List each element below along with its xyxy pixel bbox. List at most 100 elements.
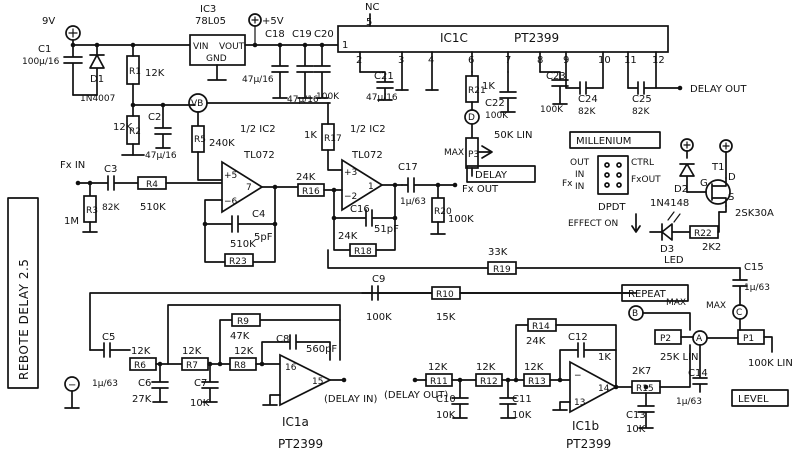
svg-text:C10: C10 [436,394,456,405]
svg-text:82K: 82K [578,107,596,117]
svg-text:51pF: 51pF [374,224,399,235]
svg-text:14: 14 [598,384,610,394]
svg-text:P1: P1 [743,334,754,344]
svg-text:11: 11 [624,55,637,66]
svg-text:10K: 10K [190,398,210,409]
svg-text:12: 12 [652,55,665,66]
svg-text:100K: 100K [366,312,392,323]
svg-text:C: C [736,308,742,318]
svg-text:12K: 12K [113,122,133,133]
svg-text:24K: 24K [338,231,358,242]
svg-text:IC1a: IC1a [282,415,309,429]
svg-text:D1: D1 [90,74,104,85]
svg-text:C12: C12 [568,332,588,343]
svg-text:+3: +3 [344,168,357,178]
svg-text:VOUT: VOUT [219,42,245,52]
svg-text:82K: 82K [632,107,650,117]
svg-text:2K2: 2K2 [702,242,721,253]
svg-text:1M: 1M [64,216,79,227]
switch-brand: MILLENIUM [576,136,631,147]
svg-text:15K: 15K [436,312,456,323]
svg-text:OUT: OUT [570,158,590,168]
svg-text:10K: 10K [436,410,456,421]
svg-text:C24: C24 [578,94,598,105]
svg-text:100K LIN: 100K LIN [748,358,793,369]
svg-text:47µ/16: 47µ/16 [366,93,398,103]
svg-text:47K: 47K [230,331,250,342]
svg-text:2SK30A: 2SK30A [735,208,774,219]
svg-text:15: 15 [312,377,323,387]
svg-text:IC3: IC3 [200,4,216,15]
svg-text:1K: 1K [482,81,495,92]
svg-text:100K: 100K [448,214,474,225]
svg-text:A: A [696,334,703,344]
input-buffer: Fx IN C3 82K R4 510K R3 1M +5 −6 7 1/2 I… [60,124,337,267]
svg-text:T1: T1 [711,162,724,173]
svg-text:10: 10 [598,55,611,66]
title-text: REBOTE DELAY 2.5 [17,259,31,380]
svg-text:R9: R9 [237,317,249,327]
svg-text:R17: R17 [324,134,342,144]
svg-text:CTRL: CTRL [631,158,654,168]
svg-text:C13: C13 [626,410,646,421]
svg-text:240K: 240K [209,138,235,149]
svg-text:IC1C: IC1C [440,31,468,45]
svg-text:PT2399: PT2399 [278,437,323,451]
svg-text:1K: 1K [304,130,317,141]
svg-text:FxOUT: FxOUT [631,175,661,185]
switch-section: MILLENIUM OUT IN IN Fx CTRL FxOUT DPDT E… [562,131,774,266]
svg-text:R22: R22 [694,229,712,239]
svg-text:R18: R18 [354,247,372,257]
svg-text:1: 1 [342,40,348,51]
svg-text:C16: C16 [350,204,370,215]
svg-text:C25: C25 [632,94,652,105]
svg-text:P2: P2 [660,334,671,344]
svg-text:33K: 33K [488,247,508,258]
svg-text:100µ/16: 100µ/16 [22,57,60,67]
svg-text:PT2399: PT2399 [566,437,611,451]
svg-text:1µ/63: 1µ/63 [400,197,426,207]
svg-text:12K: 12K [524,362,544,373]
svg-text:7: 7 [246,183,252,193]
svg-text:S: S [728,192,734,203]
svg-text:+5: +5 [224,171,237,181]
svg-text:C9: C9 [372,274,385,285]
svg-text:47µ/16: 47µ/16 [287,95,319,105]
svg-text:TL072: TL072 [243,150,275,161]
title-box: REBOTE DELAY 2.5 [7,197,39,389]
svg-text:100K: 100K [540,105,564,115]
repeat-box-label: REPEAT [628,289,667,300]
svg-text:IN: IN [575,170,584,180]
svg-text:D3: D3 [660,244,674,255]
svg-text:C21: C21 [374,71,394,82]
svg-text:1µ/63: 1µ/63 [92,379,118,389]
svg-text:GND: GND [206,54,227,64]
svg-text:TL072: TL072 [351,150,383,161]
svg-text:C3: C3 [104,164,117,175]
svg-text:R10: R10 [436,290,454,300]
svg-text:510K: 510K [140,202,166,213]
svg-text:560pF: 560pF [306,344,337,355]
supply-label: 9V [42,16,55,27]
svg-text:R15: R15 [636,384,654,394]
svg-text:P3: P3 [468,150,479,160]
svg-text:R19: R19 [493,265,511,275]
svg-text:R13: R13 [528,377,546,387]
svg-text:R8: R8 [234,361,246,371]
svg-text:50K LIN: 50K LIN [494,130,532,141]
svg-text:24K: 24K [296,172,316,183]
svg-text:R14: R14 [532,322,550,332]
svg-text:DPDT: DPDT [598,202,626,213]
svg-text:5pF: 5pF [254,232,273,243]
svg-text:16: 16 [285,363,297,373]
svg-text:−: − [574,371,582,381]
svg-text:R23: R23 [229,257,247,267]
svg-text:R11: R11 [430,377,448,387]
svg-text:100K: 100K [316,92,340,102]
svg-text:+5V: +5V [262,16,284,27]
svg-text:R12: R12 [480,377,498,387]
svg-text:C23: C23 [546,71,566,82]
ic1b-stage: (DELAY OUT) 12K R11 C10 10K 12K R12 C11 … [384,318,691,451]
